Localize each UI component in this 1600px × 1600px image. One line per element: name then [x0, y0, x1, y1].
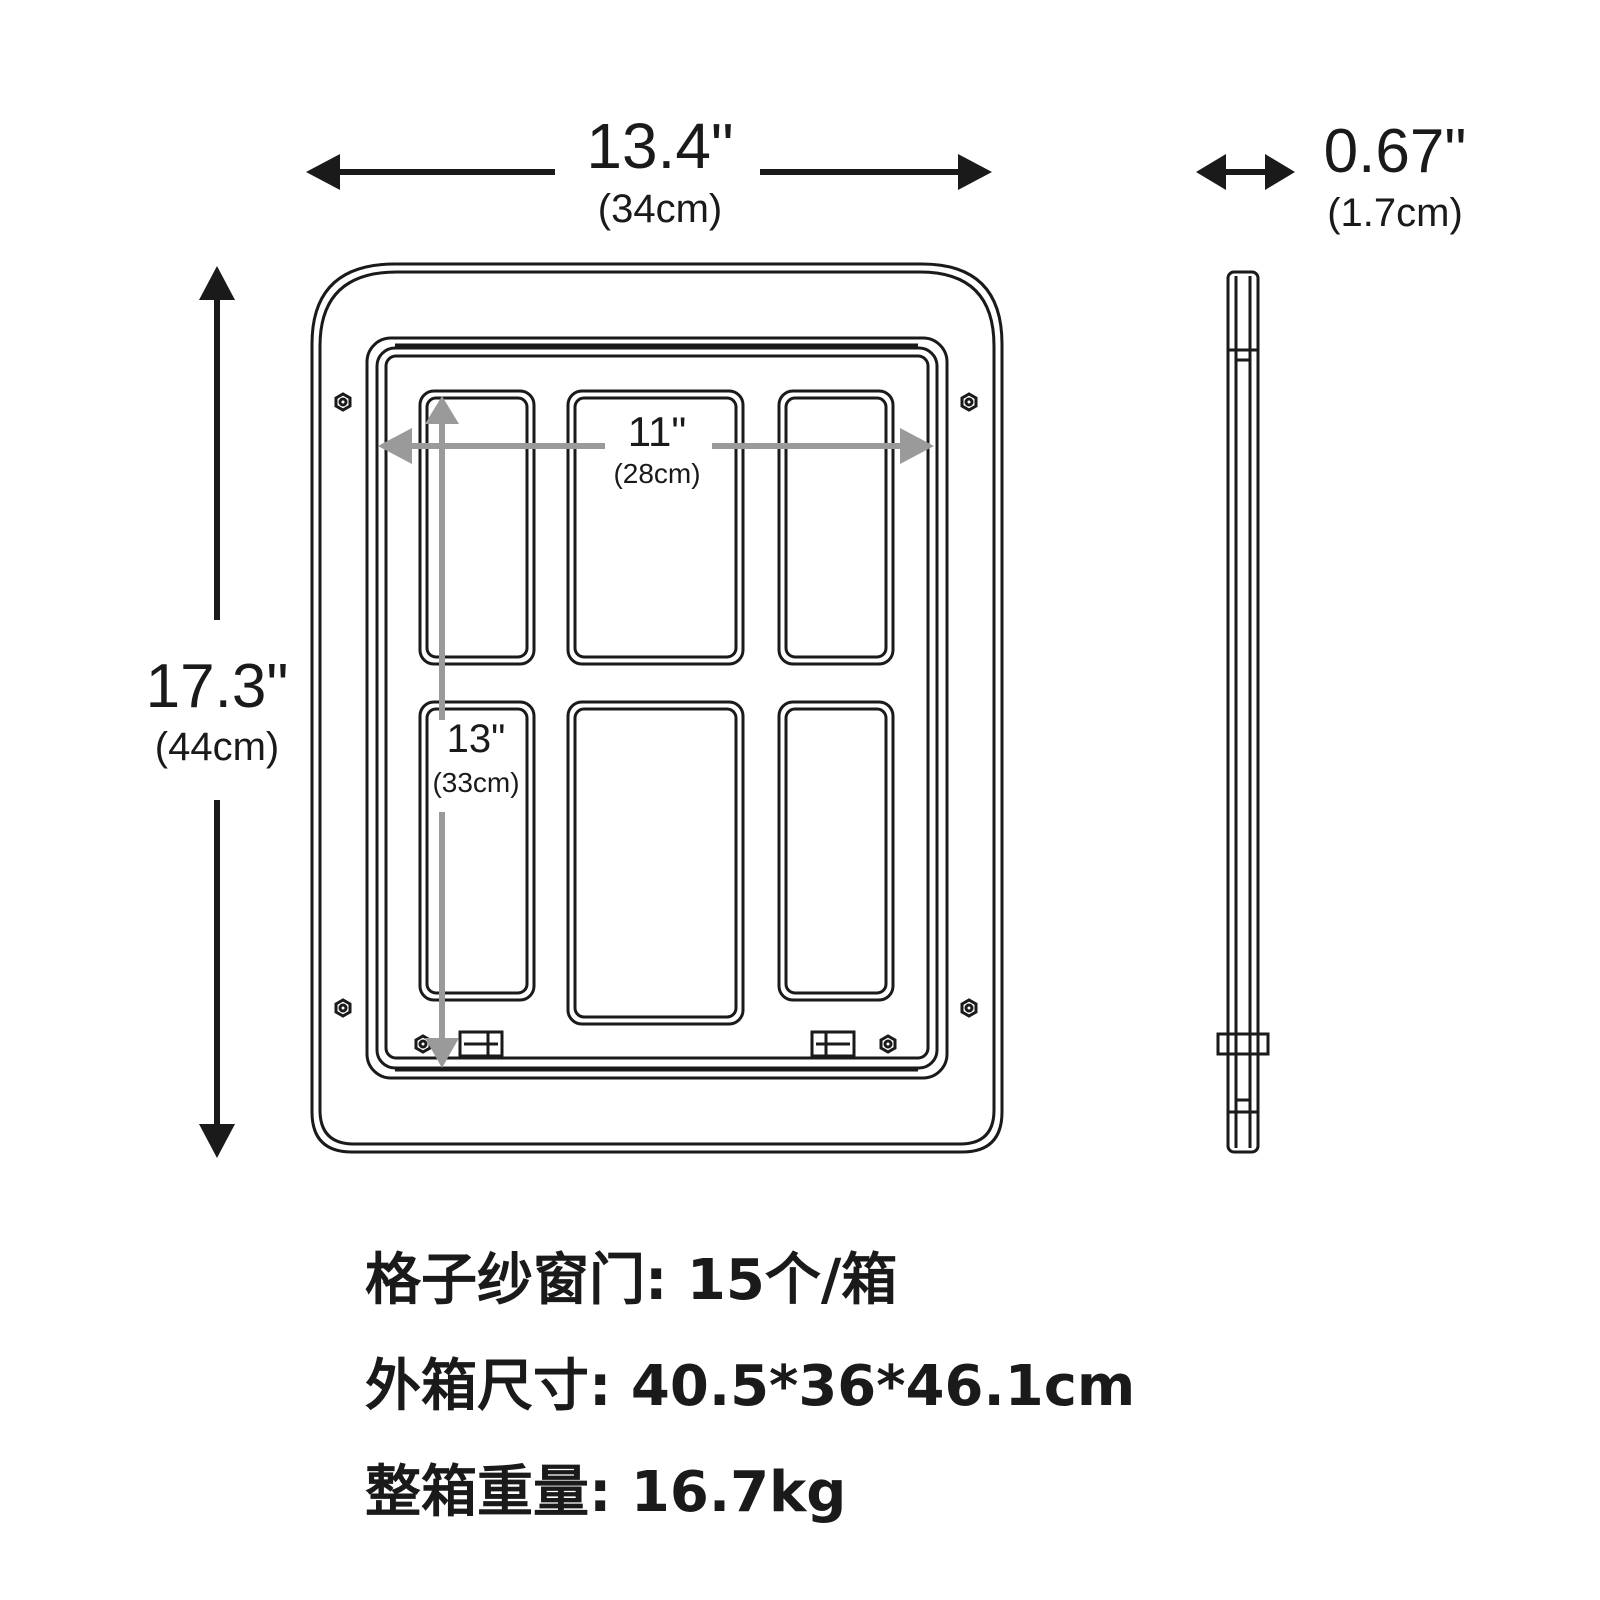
- latch-icon: [458, 1030, 504, 1058]
- thickness-inch-label: 0.67": [1324, 117, 1467, 186]
- inner-height-arrowhead-top: [425, 396, 459, 424]
- latch-icon: [810, 1030, 856, 1058]
- screw-icon: [960, 392, 978, 412]
- thickness-dimension: 0.67" (1.7cm): [1196, 117, 1466, 235]
- spec-box-size: 外箱尺寸: 40.5*36*46.1cm: [365, 1354, 1136, 1419]
- inner-frame-lip: [375, 346, 939, 1070]
- screw-icon: [338, 397, 348, 407]
- screw-icon: [418, 1039, 428, 1049]
- thickness-arrowhead-left: [1196, 154, 1226, 190]
- pane-top-left-inner: [425, 396, 529, 659]
- pane-top-right-outer: [777, 389, 895, 666]
- inner-frame-outline: [365, 336, 949, 1080]
- spec-quantity: 格子纱窗门: 15个/箱: [365, 1248, 898, 1313]
- thickness-arrowhead-right: [1265, 154, 1295, 190]
- pane-bottom-center-inner: [573, 707, 738, 1019]
- screw-icon: [879, 1034, 897, 1054]
- pane-top-center-outer: [566, 389, 745, 666]
- screw-icon: [964, 1003, 974, 1013]
- side-profile-outline: [1226, 270, 1260, 1154]
- inner-width-cm-label: (28cm): [613, 458, 700, 489]
- pane-bottom-left-outer: [418, 700, 536, 1002]
- inner-width-arrowhead-right: [900, 428, 934, 464]
- spec-list: 格子纱窗门: 15个/箱 外箱尺寸: 40.5*36*46.1cm 整箱重量: …: [365, 1228, 1515, 1546]
- spec-box-weight: 整箱重量: 16.7kg: [365, 1460, 847, 1525]
- inner-height-arrowhead-bottom: [425, 1038, 459, 1068]
- side-latch: [1216, 1032, 1270, 1056]
- outer-frame-inner-edge: [318, 270, 996, 1146]
- inner-width-inch-label: 11": [628, 408, 687, 455]
- side-view: [1216, 270, 1270, 1154]
- screw-icon: [334, 392, 352, 412]
- pane-top-right-inner: [784, 396, 888, 659]
- inner-height-dimension: 13" (33cm): [425, 396, 520, 1068]
- outer-frame: [310, 262, 1004, 1154]
- width-arrowhead-right: [958, 154, 992, 190]
- screw-icon: [960, 998, 978, 1018]
- thickness-cm-label: (1.7cm): [1327, 191, 1463, 235]
- screw-icon: [334, 998, 352, 1018]
- pane-bottom-right-inner: [784, 707, 888, 995]
- pane-bottom-right-outer: [777, 700, 895, 1002]
- pane-bottom-left-inner: [425, 707, 529, 995]
- screw-icon: [414, 1034, 432, 1054]
- pane-top-center-inner: [573, 396, 738, 659]
- height-dimension: 17.3" (44cm): [146, 266, 289, 1158]
- inner-width-dimension: 11" (28cm): [378, 408, 934, 489]
- width-cm-label: (34cm): [598, 187, 722, 231]
- pane-bottom-center-outer: [566, 700, 745, 1026]
- screw-icon: [964, 397, 974, 407]
- width-inch-label: 13.4": [586, 110, 733, 182]
- pane-top-left-outer: [418, 389, 536, 666]
- screw-icon: [883, 1039, 893, 1049]
- screw-icon: [338, 1003, 348, 1013]
- height-arrowhead-top: [199, 266, 235, 300]
- inner-frame-panel: [384, 354, 930, 1060]
- inner-width-arrowhead-left: [378, 428, 412, 464]
- height-inch-label: 17.3": [146, 652, 289, 721]
- width-dimension: 13.4" (34cm): [306, 110, 992, 231]
- height-cm-label: (44cm): [155, 725, 279, 769]
- inner-height-cm-label: (33cm): [432, 767, 519, 798]
- width-arrowhead-left: [306, 154, 340, 190]
- front-view: [310, 262, 1004, 1154]
- inner-height-inch-label: 13": [447, 717, 506, 761]
- height-arrowhead-bottom: [199, 1124, 235, 1158]
